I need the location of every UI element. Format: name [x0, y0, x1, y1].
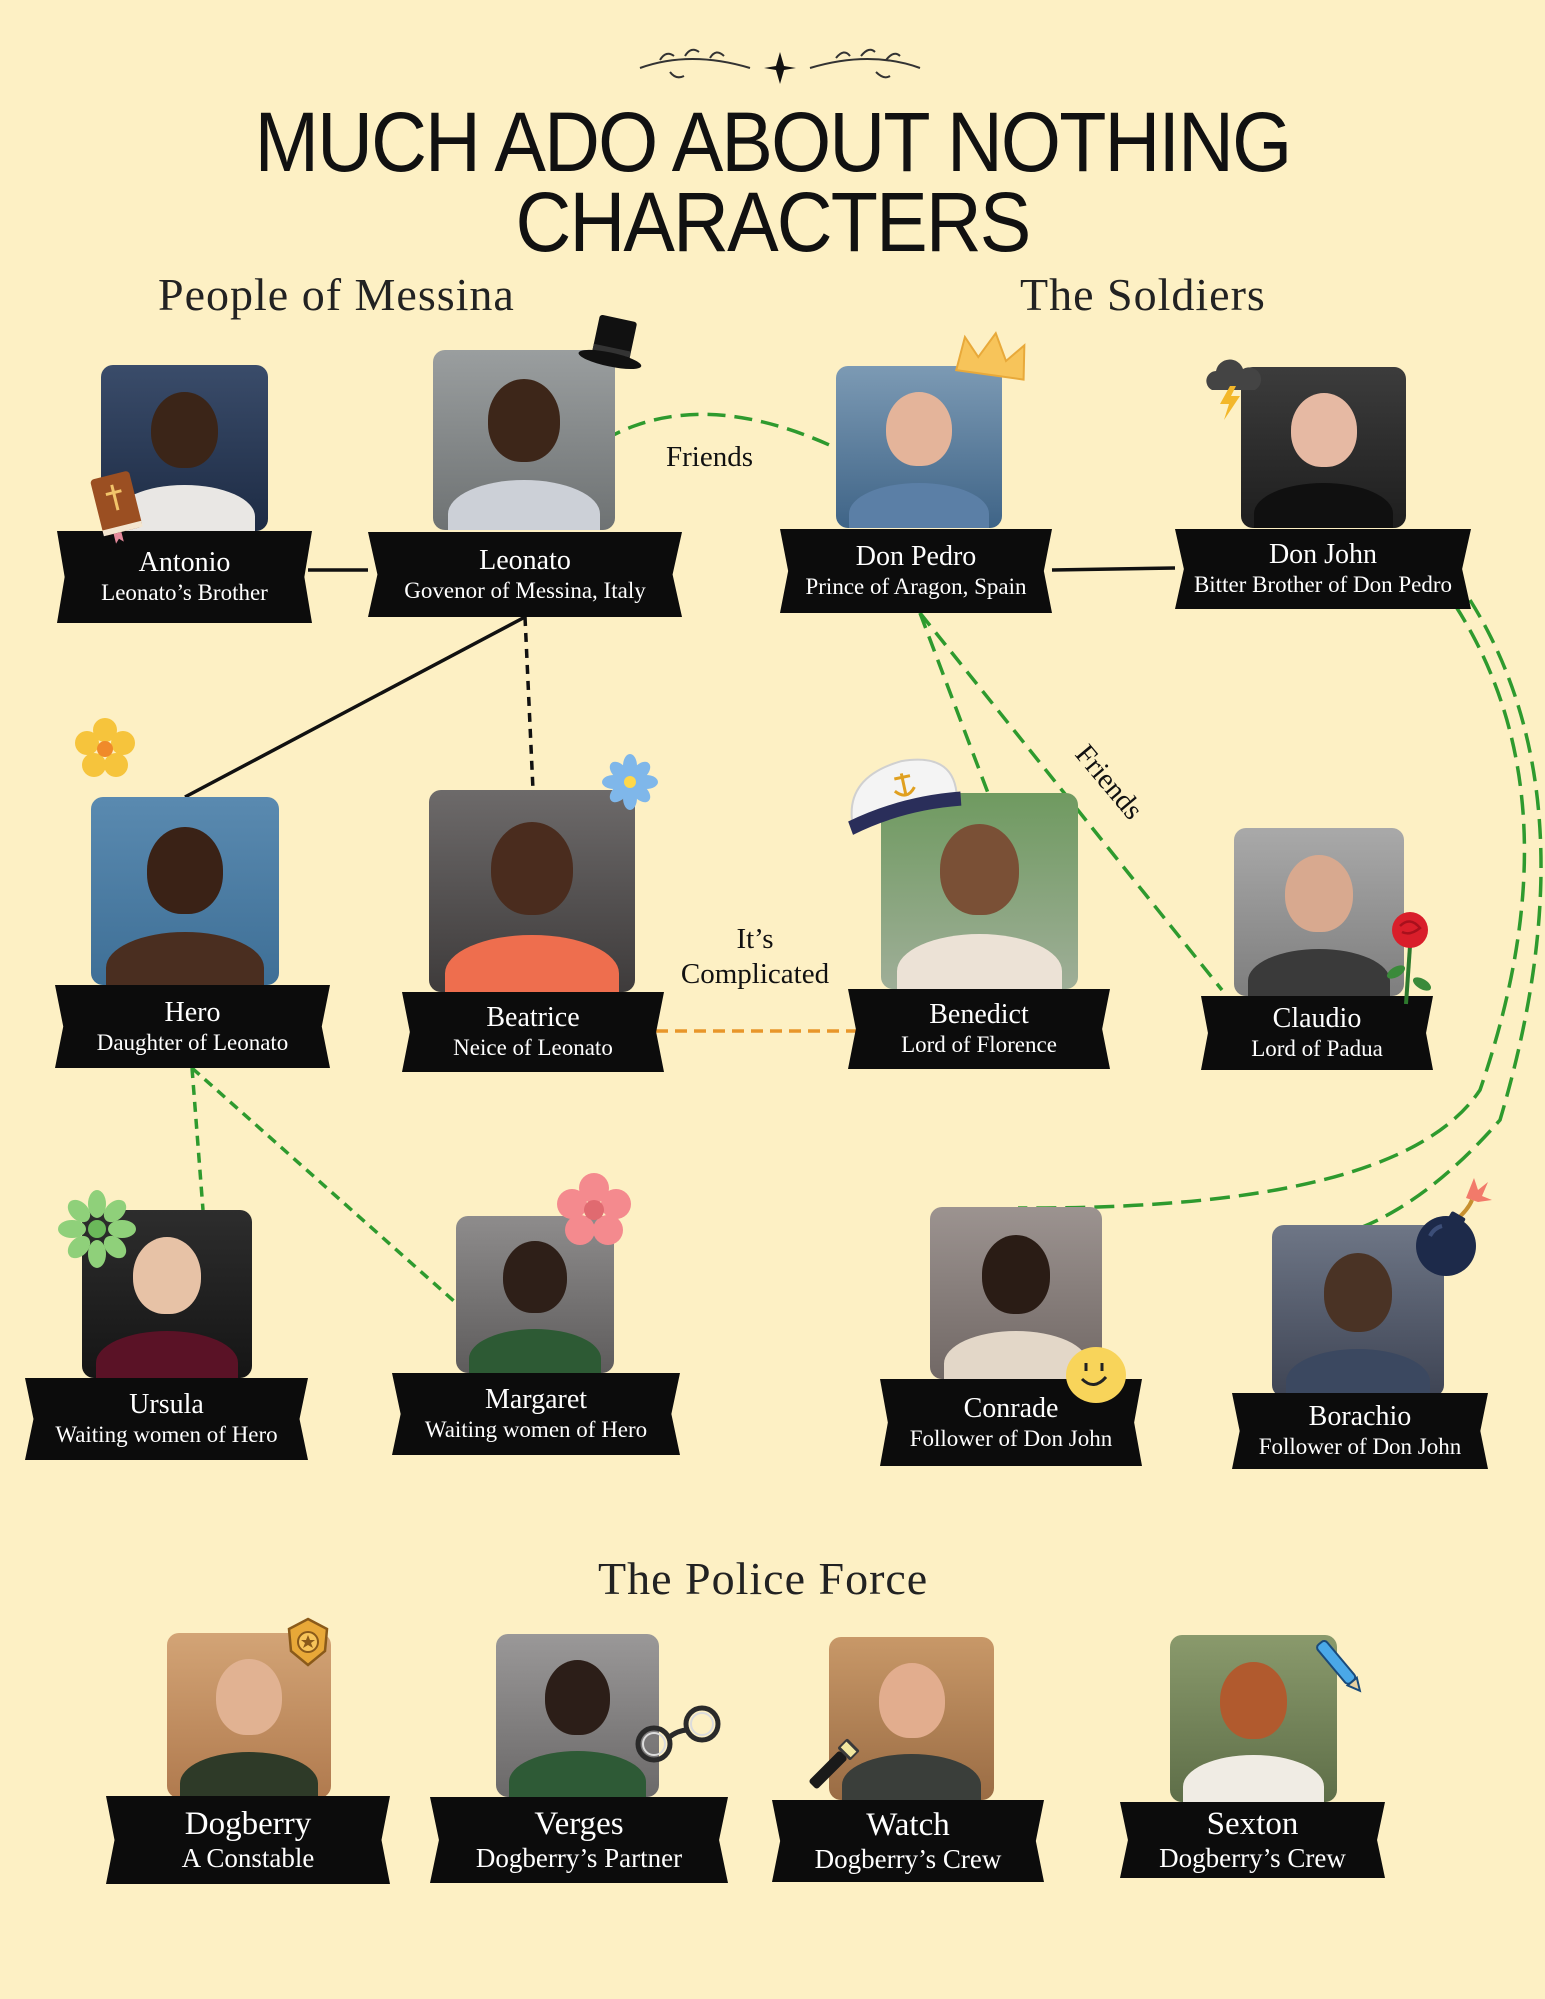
sexton-photo	[1170, 1635, 1337, 1802]
line-donpedro-benedict	[918, 612, 990, 794]
sailor-hat-icon	[848, 758, 962, 835]
verges-role: Dogberry’s Partner	[475, 1843, 683, 1873]
section-title-soldiers: The Soldiers	[1020, 269, 1266, 320]
watch-label: Watch Dogberry’s Crew	[772, 1800, 1044, 1882]
flashlight-icon	[809, 1738, 860, 1789]
police-badge-icon	[287, 1617, 329, 1667]
don-pedro-role: Prince of Aragon, Spain	[805, 574, 1027, 599]
bible-icon	[90, 471, 143, 544]
conrade-photo	[930, 1207, 1102, 1379]
sexton-name: Sexton	[1206, 1806, 1299, 1842]
rose-icon	[1386, 912, 1432, 1005]
section-title-messina: People of Messina	[158, 269, 515, 320]
leonato-name: Leonato	[479, 544, 571, 576]
conrade-role: Follower of Don John	[909, 1425, 1113, 1451]
margaret-name: Margaret	[484, 1384, 588, 1415]
verges-photo	[496, 1634, 659, 1797]
beatrice-name: Beatrice	[486, 1002, 580, 1033]
borachio-label: Borachio Follower of Don John	[1232, 1393, 1488, 1469]
ursula-label: Ursula Waiting women of Hero	[25, 1378, 308, 1460]
antonio-label: Antonio Leonato’s Brother	[57, 531, 312, 623]
conrade-name: Conrade	[963, 1392, 1059, 1424]
verges-label: Verges Dogberry’s Partner	[430, 1797, 728, 1883]
claudio-photo	[1234, 828, 1404, 996]
don-pedro-photo	[836, 366, 1002, 528]
leonato-role: Govenor of Messina, Italy	[404, 577, 646, 603]
line-leonato-hero	[184, 615, 526, 799]
flower-green-icon	[58, 1190, 136, 1268]
handcuffs-icon	[635, 1705, 721, 1763]
don-john-photo	[1241, 367, 1406, 528]
benedict-role: Lord of Florence	[901, 1032, 1057, 1057]
don-pedro-name: Don Pedro	[855, 541, 977, 572]
don-pedro-label: Don Pedro Prince of Aragon, Spain	[780, 529, 1052, 613]
dogberry-role: A Constable	[181, 1843, 315, 1873]
claudio-label: Claudio Lord of Padua	[1201, 996, 1433, 1070]
line-donpedro-claudio	[918, 611, 1224, 992]
watch-photo	[829, 1637, 994, 1800]
benedict-photo	[881, 793, 1078, 989]
flower-pink-icon	[557, 1173, 631, 1245]
sexton-label: Sexton Dogberry’s Crew	[1120, 1802, 1385, 1878]
dogberry-name: Dogberry	[184, 1806, 312, 1842]
don-john-label: Don John Bitter Brother of Don Pedro	[1175, 529, 1471, 609]
leonato-photo	[433, 350, 615, 530]
line-hero-ursula	[190, 1067, 205, 1211]
leonato-label: Leonato Govenor of Messina, Italy	[368, 532, 682, 617]
ornament-icon	[639, 48, 921, 84]
antonio-role: Leonato’s Brother	[101, 580, 268, 605]
hero-photo	[91, 797, 279, 985]
hero-name: Hero	[164, 996, 221, 1028]
hero-role: Daughter of Leonato	[96, 1029, 289, 1055]
ursula-name: Ursula	[129, 1389, 204, 1420]
benedict-name: Benedict	[929, 999, 1029, 1030]
hero-label: Hero Daughter of Leonato	[55, 985, 330, 1068]
flower-yellow-icon	[75, 718, 135, 777]
don-john-name: Don John	[1268, 539, 1378, 570]
annotation-friends-top: Friends	[666, 441, 753, 473]
borachio-photo	[1272, 1225, 1444, 1397]
watch-name: Watch	[866, 1807, 950, 1843]
margaret-role: Waiting women of Hero	[424, 1417, 648, 1442]
verges-name: Verges	[534, 1806, 624, 1842]
line-donjohn-conrade	[1017, 604, 1527, 1210]
annotation-complicated-line-2: Complicated	[680, 958, 830, 990]
line-donjohn-borachio	[1359, 599, 1543, 1230]
beatrice-label: Beatrice Neice of Leonato	[402, 992, 664, 1072]
storm-cloud-icon	[1206, 359, 1262, 420]
borachio-name: Borachio	[1308, 1401, 1412, 1432]
claudio-role: Lord of Padua	[1251, 1036, 1383, 1061]
sexton-role: Dogberry’s Crew	[1159, 1843, 1346, 1873]
antonio-name: Antonio	[138, 547, 231, 578]
bomb-icon	[1416, 1178, 1492, 1276]
watch-role: Dogberry’s Crew	[814, 1844, 1002, 1874]
ursula-role: Waiting women of Hero	[55, 1422, 278, 1447]
dogberry-label: Dogberry A Constable	[106, 1796, 390, 1884]
beatrice-photo	[429, 790, 635, 992]
line-hero-margaret	[190, 1066, 457, 1304]
crown-icon	[954, 331, 1026, 381]
top-hat-icon	[578, 314, 642, 370]
flower-blue-icon	[602, 754, 658, 810]
page-title-line-1: MUCH ADO ABOUT NOTHING	[254, 95, 1293, 189]
page-title-line-2: CHARACTERS	[515, 175, 1031, 269]
margaret-label: Margaret Waiting women of Hero	[392, 1373, 680, 1455]
pen-icon	[1316, 1640, 1362, 1693]
annotation-complicated: It’s Complicated	[670, 922, 840, 992]
beatrice-role: Neice of Leonato	[453, 1035, 613, 1060]
line-donpedro-donjohn	[1051, 566, 1176, 572]
smiley-icon	[1066, 1347, 1126, 1403]
borachio-role: Follower of Don John	[1258, 1434, 1462, 1459]
benedict-label: Benedict Lord of Florence	[848, 989, 1110, 1069]
section-title-police: The Police Force	[598, 1553, 929, 1604]
claudio-name: Claudio	[1272, 1003, 1362, 1034]
annotation-complicated-line-1: It’s	[736, 923, 774, 955]
don-john-role: Bitter Brother of Don Pedro	[1193, 572, 1453, 597]
line-leonato-donpedro	[603, 412, 837, 450]
line-leonato-beatrice	[523, 616, 535, 791]
